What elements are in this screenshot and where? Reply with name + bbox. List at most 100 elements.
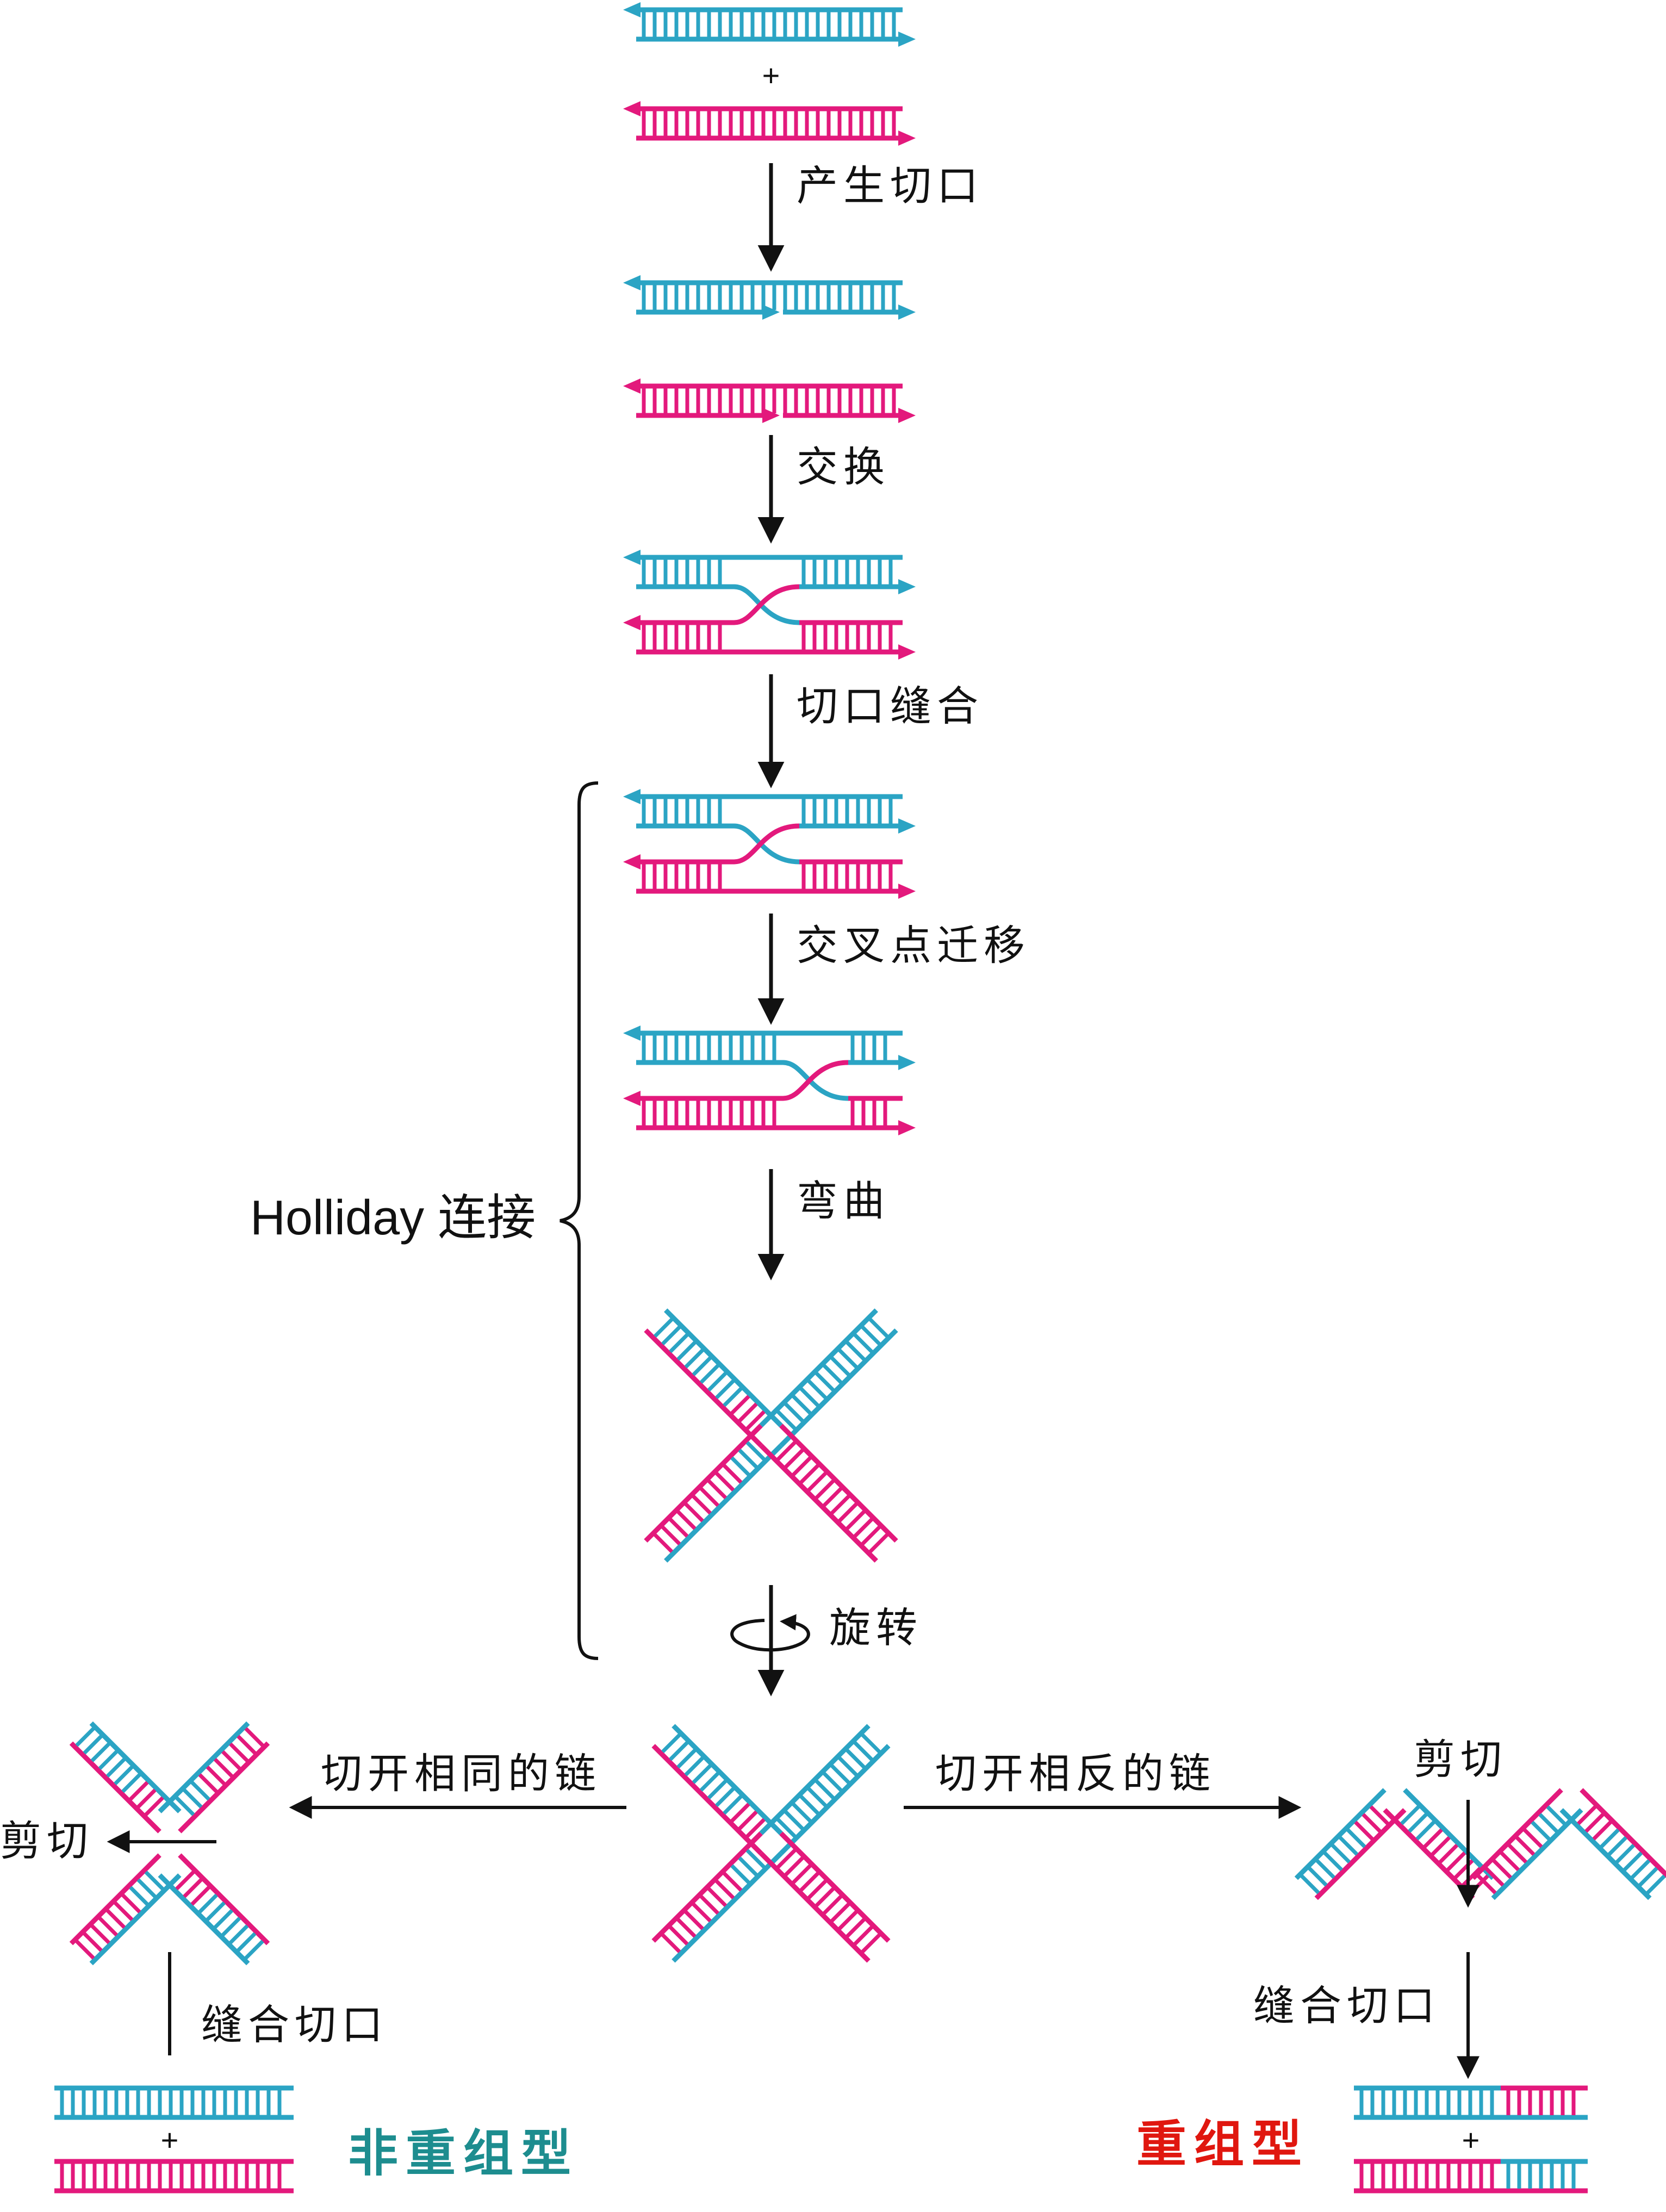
strand-bottom-left-arrowhead bbox=[762, 305, 780, 320]
blue-outer-strand-arrowhead bbox=[623, 550, 641, 565]
blue-outer-strand-arrowhead bbox=[623, 789, 641, 804]
arm-lower-left bbox=[651, 1831, 783, 1963]
plus-sign-left-result: + bbox=[161, 2123, 179, 2157]
arm-base-pair bbox=[661, 1933, 681, 1953]
holliday-x-layer bbox=[69, 1308, 1666, 1966]
arm-base-pair bbox=[838, 1756, 858, 1776]
arm-base-pair bbox=[121, 1773, 141, 1793]
arm-base-pair bbox=[221, 1750, 241, 1770]
arm-strand-outer bbox=[664, 1308, 783, 1427]
cut-piece-left-bottom bbox=[69, 1853, 270, 1966]
piece-arm-left bbox=[1471, 1788, 1583, 1900]
arm-base-pair bbox=[1415, 1820, 1435, 1841]
arm-strand-inner bbox=[89, 1873, 182, 1966]
arm-upper-left bbox=[644, 1308, 783, 1447]
arm-base-pair bbox=[98, 1750, 118, 1770]
arm-base-pair bbox=[90, 1924, 110, 1944]
arm-base-pair bbox=[175, 1871, 195, 1891]
arm-base-pair bbox=[792, 1864, 812, 1884]
arm-base-pair bbox=[861, 1525, 881, 1545]
pink-inner-arrowhead bbox=[623, 854, 641, 869]
arm-base-pair bbox=[136, 1878, 157, 1898]
arm-base-pair bbox=[676, 1341, 697, 1361]
arm-base-pair bbox=[861, 1933, 881, 1953]
arm-base-pair bbox=[190, 1886, 210, 1906]
arm-base-pair bbox=[183, 1878, 203, 1898]
arm-base-pair bbox=[830, 1764, 850, 1784]
arm-base-pair bbox=[823, 1772, 843, 1792]
blue-inner-arrowhead bbox=[898, 818, 916, 834]
holliday-bracket bbox=[560, 781, 599, 1660]
arm-base-pair bbox=[198, 1773, 218, 1793]
pink-inner-arrowhead bbox=[623, 615, 641, 630]
arm-base-pair bbox=[1315, 1859, 1335, 1879]
arm-strand-outer bbox=[158, 1873, 250, 1966]
arm-base-pair bbox=[1400, 1805, 1420, 1825]
piece-arm-left bbox=[69, 1721, 182, 1834]
arm-base-pair bbox=[730, 1864, 750, 1884]
arm-base-pair bbox=[715, 1380, 735, 1400]
arm-base-pair bbox=[244, 1727, 264, 1747]
arm-base-pair bbox=[653, 1533, 674, 1554]
label-cut-opposite: 切开相反的链 bbox=[935, 1749, 1216, 1798]
arm-base-pair bbox=[738, 1810, 758, 1830]
arm-base-pair bbox=[237, 1932, 257, 1952]
arm-base-pair bbox=[669, 1333, 689, 1353]
dna-duplex-blue-initial bbox=[623, 2, 916, 47]
pink-inner-crossing bbox=[636, 1060, 849, 1101]
arm-base-pair bbox=[136, 1788, 157, 1809]
label-nonrecombinant: 非重组型 bbox=[348, 2124, 579, 2183]
arm-base-pair bbox=[98, 1917, 118, 1937]
arm-base-pair bbox=[846, 1341, 866, 1361]
arm-base-pair bbox=[838, 1910, 858, 1930]
arm-base-pair bbox=[792, 1456, 812, 1476]
arm-base-pair bbox=[807, 1879, 827, 1899]
arm-strand-outer bbox=[178, 1741, 270, 1834]
result-duplex-nonrec-2 bbox=[54, 2159, 294, 2194]
arm-strand-outer bbox=[1294, 1788, 1387, 1880]
arm-base-pair bbox=[190, 1781, 210, 1801]
arm-base-pair bbox=[776, 1410, 797, 1430]
arm-base-pair bbox=[730, 1803, 750, 1823]
arm-base-pair bbox=[121, 1893, 141, 1913]
arm-base-pair bbox=[846, 1510, 866, 1530]
arm-base-pair bbox=[676, 1510, 697, 1530]
arm-strand-outer bbox=[1559, 1808, 1652, 1900]
arm-base-pair bbox=[830, 1356, 850, 1376]
arm-strand-inner bbox=[759, 1308, 878, 1427]
holliday-x-rotated bbox=[651, 1724, 891, 1963]
arm-strand-outer bbox=[779, 1744, 891, 1855]
arm-base-pair bbox=[823, 1487, 843, 1507]
result-duplex-rec-2 bbox=[1354, 2159, 1588, 2194]
arm-base-pair bbox=[1354, 1820, 1374, 1841]
arm-base-pair bbox=[1515, 1836, 1536, 1856]
label-holliday-junction: Holliday 连接 bbox=[250, 1191, 536, 1245]
arm-base-pair bbox=[1423, 1828, 1443, 1848]
arm-base-pair bbox=[861, 1733, 881, 1754]
arm-base-pair bbox=[799, 1872, 819, 1892]
piece-arm-right bbox=[158, 1853, 270, 1966]
piece-arm-right bbox=[158, 1721, 270, 1834]
arm-strand-inner bbox=[664, 1444, 783, 1563]
arm-strand-inner bbox=[69, 1741, 161, 1834]
blue-inner-crossing bbox=[636, 823, 800, 865]
arm-base-pair bbox=[1623, 1851, 1643, 1872]
arm-strand-inner bbox=[1314, 1808, 1407, 1900]
arm-base-pair bbox=[784, 1402, 804, 1422]
arm-base-pair bbox=[723, 1795, 743, 1815]
arm-strand-inner bbox=[644, 1328, 763, 1447]
arm-strand-outer bbox=[69, 1853, 161, 1946]
arm-base-pair bbox=[198, 1893, 218, 1913]
arm-base-pair bbox=[699, 1772, 719, 1792]
blue-inner-arrowhead bbox=[898, 1055, 916, 1070]
arm-base-pair bbox=[1584, 1813, 1605, 1833]
arm-lower-left bbox=[644, 1424, 783, 1563]
arm-strand-inner bbox=[779, 1424, 898, 1543]
arm-base-pair bbox=[1492, 1859, 1512, 1879]
arm-base-pair bbox=[776, 1818, 797, 1838]
strand-bottom-left-arrowhead bbox=[762, 408, 780, 423]
arm-base-pair bbox=[661, 1733, 681, 1754]
strand-top-arrowhead bbox=[623, 378, 641, 394]
arm-base-pair bbox=[846, 1918, 866, 1938]
arm-base-pair bbox=[815, 1887, 835, 1907]
